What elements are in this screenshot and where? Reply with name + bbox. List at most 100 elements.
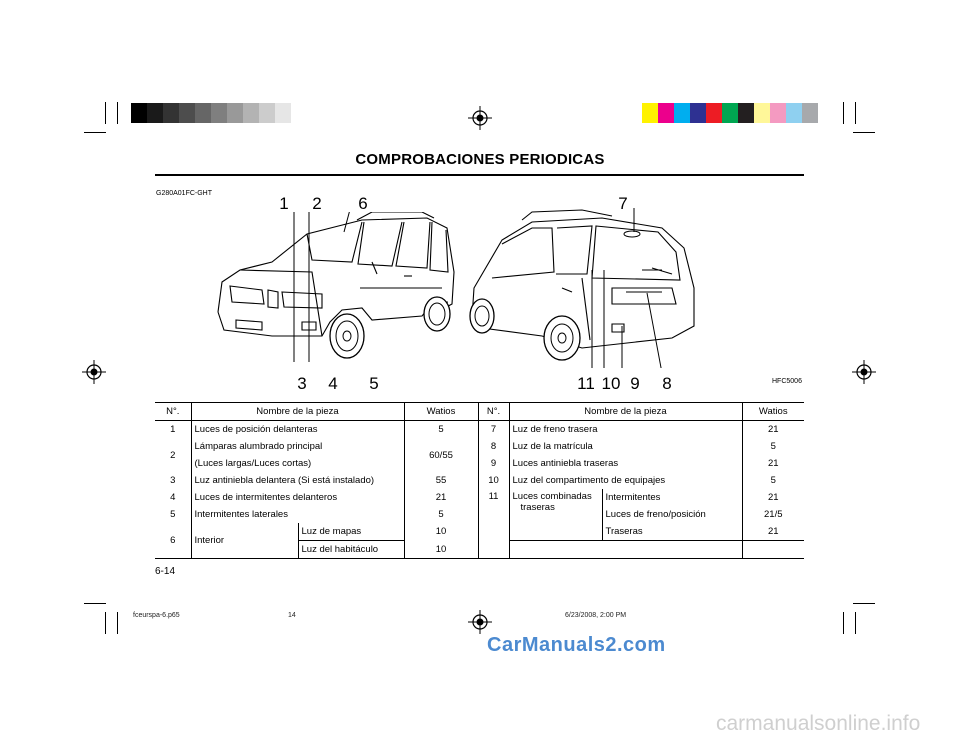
part-name: Luz de freno trasera	[509, 420, 743, 438]
registration-mark-left	[82, 360, 106, 384]
header-watts-left: Watios	[404, 402, 479, 421]
footer-filename: fceurspa-6.p65	[133, 612, 180, 619]
header-name-left: Nombre de la pieza	[191, 402, 405, 421]
header-no-left: N°.	[155, 402, 192, 421]
table-row: 5 Intermitentes laterales 5 Luces de fre…	[155, 506, 804, 523]
wattage: 21	[767, 526, 779, 537]
header-watts-right: Watios	[758, 406, 788, 417]
row-number: 1	[155, 420, 192, 438]
row-number: 9	[478, 455, 510, 472]
color-swatch	[674, 103, 690, 123]
wattage: 10	[404, 523, 479, 541]
row-number: 8	[478, 438, 510, 455]
wattage: 5	[770, 475, 776, 486]
wattage: 10	[404, 540, 479, 559]
part-name: Luz antiniebla delantera (Si está instal…	[191, 472, 405, 489]
color-swatch	[770, 103, 786, 123]
page-number: 6-14	[155, 566, 176, 577]
registration-mark-top	[468, 106, 492, 130]
color-calibration-strip	[642, 103, 818, 123]
table-row: 3 Luz antiniebla delantera (Si está inst…	[155, 472, 804, 489]
table-row: 1 Luces de posición delanteras 5 7 Luz d…	[155, 420, 804, 438]
image-code: HFC5006	[772, 378, 802, 385]
sub-part-name: Traseras	[602, 523, 743, 541]
part-name: Luz del compartimento de equipajes	[509, 472, 743, 489]
part-name: Intermitentes laterales	[191, 506, 405, 523]
reference-code: G280A01FC-GHT	[156, 190, 213, 197]
color-swatch	[658, 103, 674, 123]
part-name: Luces antiniebla traseras	[509, 455, 743, 472]
row-number: 3	[155, 472, 192, 489]
callout-6: 6	[358, 194, 368, 213]
part-name: Luces de posición delanteras	[191, 420, 405, 438]
color-swatch	[738, 103, 754, 123]
wattage: 21	[767, 458, 779, 469]
header-no-right: N°.	[478, 402, 510, 421]
registration-mark-right	[852, 360, 876, 384]
header-name-right: Nombre de la pieza	[509, 402, 743, 421]
callout-9: 9	[630, 374, 640, 393]
part-name-line: traseras	[520, 502, 555, 513]
row-number: 2	[155, 438, 192, 472]
footer-page: 14	[288, 612, 296, 619]
gray-swatch	[195, 103, 211, 123]
grayscale-calibration-strip	[131, 103, 291, 123]
wattage: 5	[770, 441, 776, 452]
row-number: 11	[478, 489, 510, 559]
empty-cell	[742, 540, 804, 559]
wattage: 21/5	[764, 509, 783, 520]
empty-cell	[509, 523, 603, 541]
callout-7: 7	[618, 194, 628, 213]
wattage: 21	[767, 424, 779, 435]
page-title: COMPROBACIONES PERIODICAS	[355, 151, 605, 168]
color-swatch	[786, 103, 802, 123]
callout-8: 8	[662, 374, 672, 393]
color-swatch	[642, 103, 658, 123]
gray-swatch	[227, 103, 243, 123]
gray-swatch	[131, 103, 147, 123]
sub-part-name: Luz de mapas	[297, 523, 405, 541]
watermark-site: carmanualsonline.info	[716, 712, 921, 735]
part-name: Lámparas alumbrado principal	[191, 438, 405, 455]
wattage: 5	[404, 420, 479, 438]
color-swatch	[802, 103, 818, 123]
wattage: 60/55	[404, 438, 479, 472]
gray-swatch	[147, 103, 163, 123]
callout-3: 3	[297, 374, 307, 393]
row-number: 6	[155, 523, 192, 559]
color-swatch	[722, 103, 738, 123]
gray-swatch	[275, 103, 291, 123]
sub-part-name: Luces de freno/posición	[602, 506, 743, 523]
wattage: 21	[767, 492, 779, 503]
sub-part-name: Intermitentes	[602, 489, 743, 506]
callout-1: 1	[279, 194, 289, 213]
table-row: 4 Luces de intermitentes delanteros 21 1…	[155, 489, 804, 559]
wattage: 21	[404, 489, 479, 506]
row-number: 5	[155, 506, 192, 523]
registration-mark-bottom	[468, 610, 492, 634]
empty-cell	[509, 540, 743, 559]
table-header-row: N°. Nombre de la pieza Watios N°. Nombre…	[155, 402, 804, 421]
title-rule	[155, 174, 804, 176]
part-name: Luces de intermitentes delanteros	[191, 489, 405, 506]
gray-swatch	[179, 103, 195, 123]
rear-car-illustration	[469, 208, 695, 368]
wattage: 55	[404, 472, 479, 489]
front-car-illustration	[217, 212, 455, 362]
table-row: 2 Lámparas alumbrado principal 60/55 8 L…	[155, 438, 804, 472]
bulb-specification-table: N°. Nombre de la pieza Watios N°. Nombre…	[155, 402, 804, 559]
color-swatch	[754, 103, 770, 123]
part-name: Interior	[194, 535, 225, 546]
footer-date: 6/23/2008, 2:00 PM	[565, 612, 627, 619]
row-number: 10	[478, 472, 510, 489]
callout-4: 4	[328, 374, 338, 393]
wattage: 5	[404, 506, 479, 523]
callout-11: 11	[577, 374, 595, 393]
part-name-detail: (Luces largas/Luces cortas)	[191, 455, 405, 472]
gray-swatch	[163, 103, 179, 123]
callout-2: 2	[312, 194, 322, 213]
gray-swatch	[243, 103, 259, 123]
table-row: 6 Interior Luz de mapas 10 Traseras 21	[155, 523, 804, 559]
watermark-logo: CarManuals2.com	[487, 634, 666, 656]
